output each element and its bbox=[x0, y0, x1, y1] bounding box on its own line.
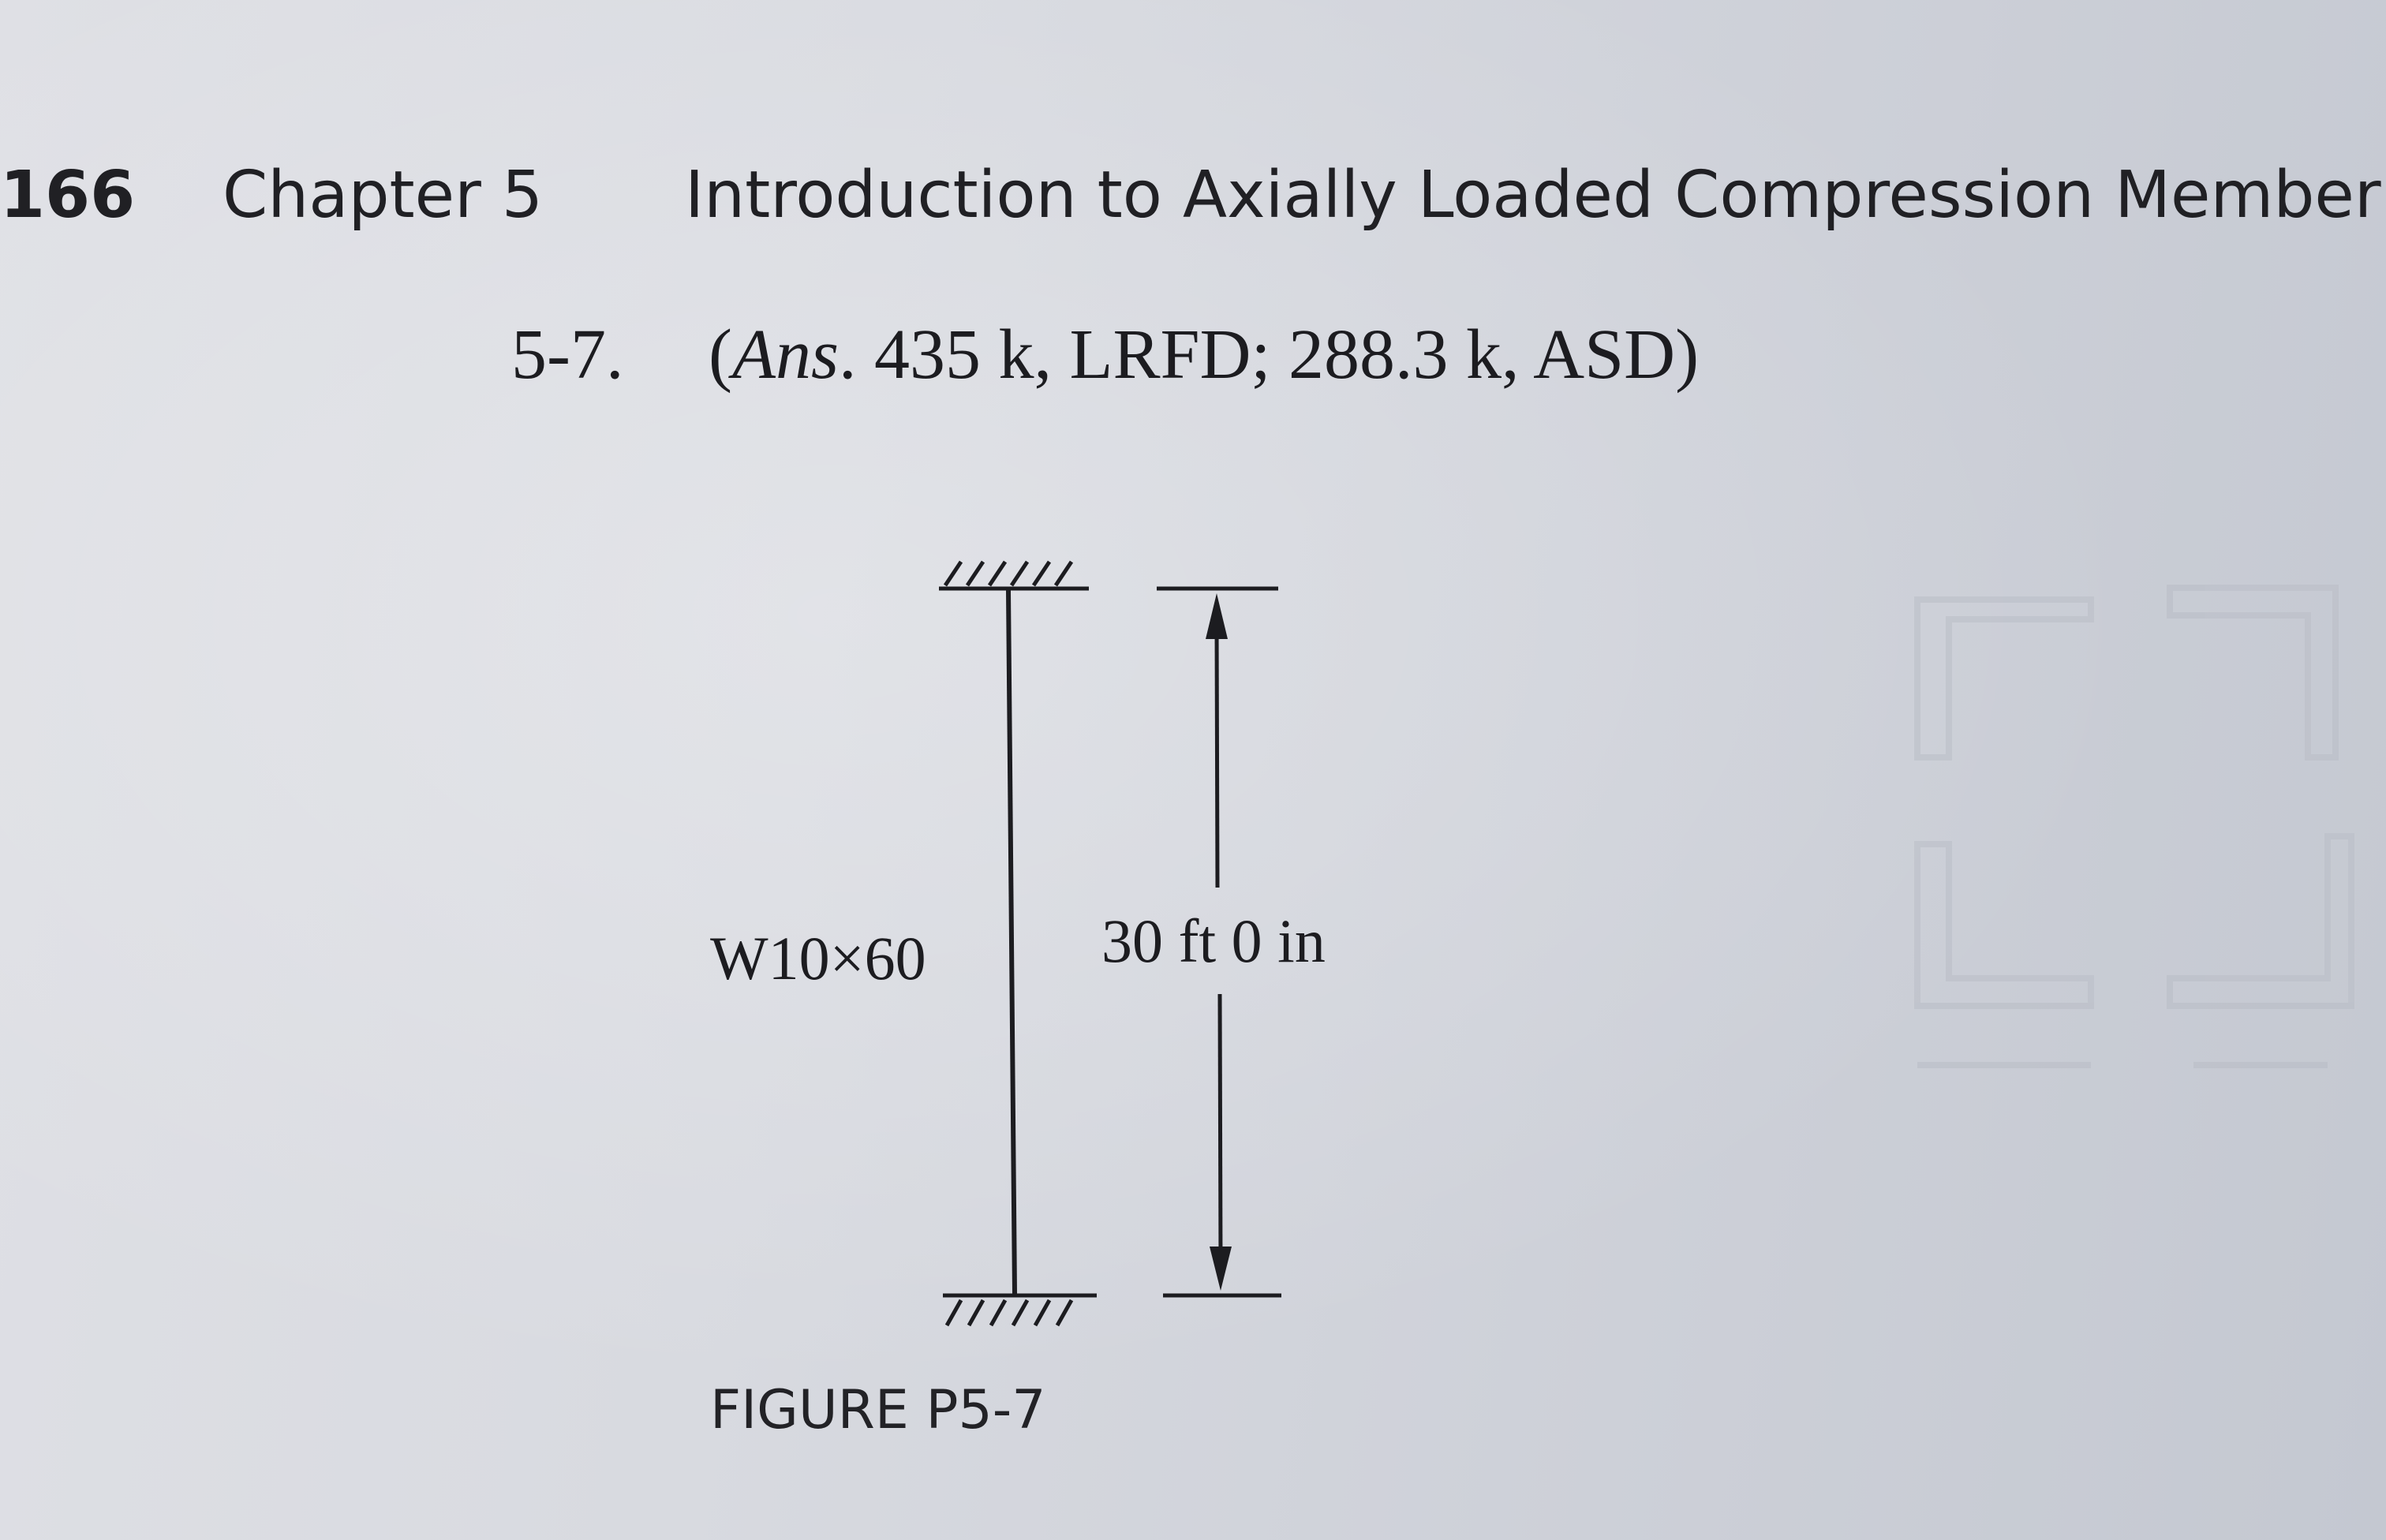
chapter-label: Chapter 5 bbox=[223, 158, 544, 233]
member-size-label: W10×60 bbox=[710, 924, 926, 992]
arrow-down-icon bbox=[1210, 1247, 1232, 1291]
problem-number: 5-7. bbox=[511, 316, 624, 394]
length-dimension bbox=[1157, 586, 1281, 1298]
column-member bbox=[1006, 589, 1017, 1295]
page-number: 166 bbox=[0, 158, 136, 233]
problem-answer: (Ans. 435 k, LRFD; 288.3 k, ASD) bbox=[709, 314, 1699, 395]
chapter-title: Introduction to Axially Loaded Compressi… bbox=[685, 158, 2381, 233]
arrow-up-icon bbox=[1206, 593, 1228, 639]
bottom-fixed-support-icon bbox=[943, 1293, 1097, 1327]
answer-rest: . 435 k, LRFD; 288.3 k, ASD) bbox=[838, 316, 1700, 394]
answer-prefix: ( bbox=[709, 316, 732, 394]
top-fixed-support-icon bbox=[939, 560, 1089, 591]
answer-italic: Ans bbox=[731, 316, 839, 394]
length-dimension-label: 30 ft 0 in bbox=[1101, 906, 1326, 975]
figure-caption: FIGURE P5-7 bbox=[710, 1379, 1046, 1441]
page-header: 166 Chapter 5 Introduction to Axially Lo… bbox=[0, 158, 2386, 252]
